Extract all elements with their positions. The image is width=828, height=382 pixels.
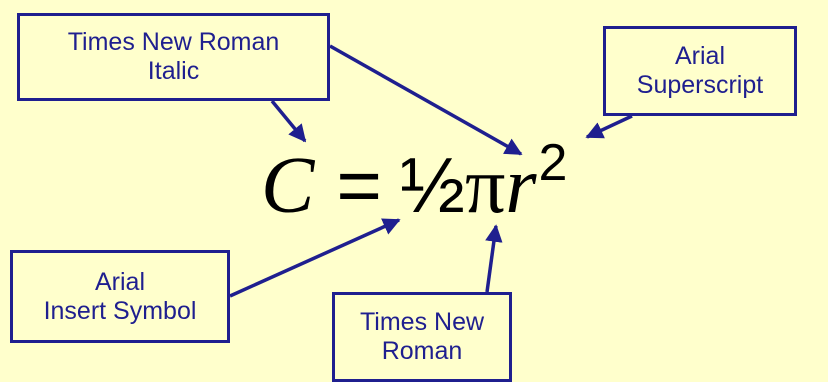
circumference-equation: C = ½ π r 2 [261, 134, 567, 240]
label-line: Superscript [636, 71, 764, 99]
arrow-tnr-to-pi [485, 224, 503, 293]
label-box-times-new-roman: Times New Roman [332, 292, 512, 382]
label-line: Arial [94, 267, 145, 296]
equation-pi-symbol: π [464, 142, 506, 230]
arrow-symbol-to-half [229, 218, 401, 298]
equation-variable-c: C [261, 142, 315, 230]
arrow-superscript-to-2 [585, 114, 633, 139]
label-line: Times New Roman [67, 28, 280, 56]
label-line: Italic [147, 57, 200, 85]
label-box-arial-insert-symbol: Arial Insert Symbol [10, 250, 230, 343]
arrow-tnr-italic-to-c [270, 99, 307, 143]
label-line: Times New [359, 308, 485, 336]
arrow-tnr-italic-to-r [329, 44, 523, 156]
label-box-arial-superscript: Arial Superscript [603, 26, 797, 116]
label-line: Arial [674, 42, 725, 70]
label-line: Insert Symbol [43, 296, 197, 325]
label-box-times-new-roman-italic: Times New Roman Italic [17, 13, 330, 101]
equation-superscript-exponent: 2 [538, 134, 568, 192]
equation-variable-r: r [505, 142, 537, 230]
equation-one-half-symbol: ½ [399, 141, 465, 229]
label-line: Roman [381, 337, 463, 365]
equation-equals-sign: = [336, 141, 382, 229]
